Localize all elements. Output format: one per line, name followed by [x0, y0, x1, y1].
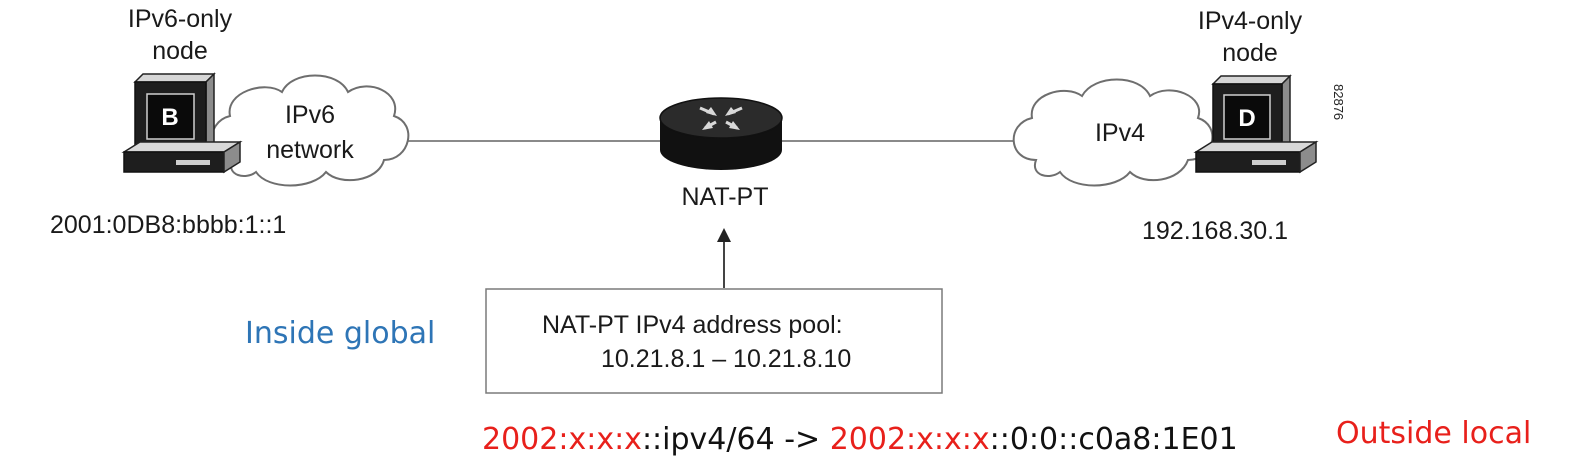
outside-local-annotation: Outside local [1336, 416, 1532, 451]
mapping-middle-2: ::0:0::c0a8:1E01 [989, 422, 1238, 457]
inside-global-annotation: Inside global [245, 316, 436, 351]
pool-box [485, 288, 943, 394]
mapping-middle-1: ::ipv4/64 -> [641, 422, 830, 457]
computer-b-icon [121, 72, 243, 174]
arrow-head [717, 228, 731, 242]
nat-pt-router-icon [659, 97, 783, 170]
router-label: NAT-PT [681, 183, 769, 211]
ipv4-node-address: 192.168.30.1 [1142, 217, 1288, 245]
ipv6-node-address: 2001:0DB8:bbbb:1::1 [50, 211, 287, 239]
pool-box-range: 10.21.8.1 – 10.21.8.10 [601, 345, 852, 373]
ipv6-cloud-label-line1: IPv6 [284, 101, 336, 129]
ipv4-node-label-line1: IPv4-only [1197, 7, 1303, 35]
figure-id: 82876 [1331, 84, 1346, 120]
ipv4-cloud-label: IPv4 [1094, 119, 1146, 147]
ipv6-node-label-line2: node [152, 37, 208, 65]
ipv6-network-cloud [210, 74, 410, 187]
computer-b-letter: B [161, 104, 178, 131]
ipv6-cloud-label-line2: network [266, 136, 354, 164]
pool-box-title: NAT-PT IPv4 address pool: [542, 311, 843, 339]
mapping-prefix-1: 2002:x:x:x [482, 422, 642, 457]
computer-d-letter: D [1238, 105, 1255, 132]
computer-d-icon [1193, 74, 1319, 174]
ipv4-cloud [1012, 78, 1214, 187]
ipv4-node-label-line2: node [1222, 39, 1278, 67]
mapping-prefix-2: 2002:x:x:x [829, 422, 990, 457]
ipv6-node-label-line1: IPv6-only [127, 5, 233, 33]
address-mapping: 2002:x:x:x::ipv4/64 -> 2002:x:x:x::0:0::… [482, 422, 1238, 458]
